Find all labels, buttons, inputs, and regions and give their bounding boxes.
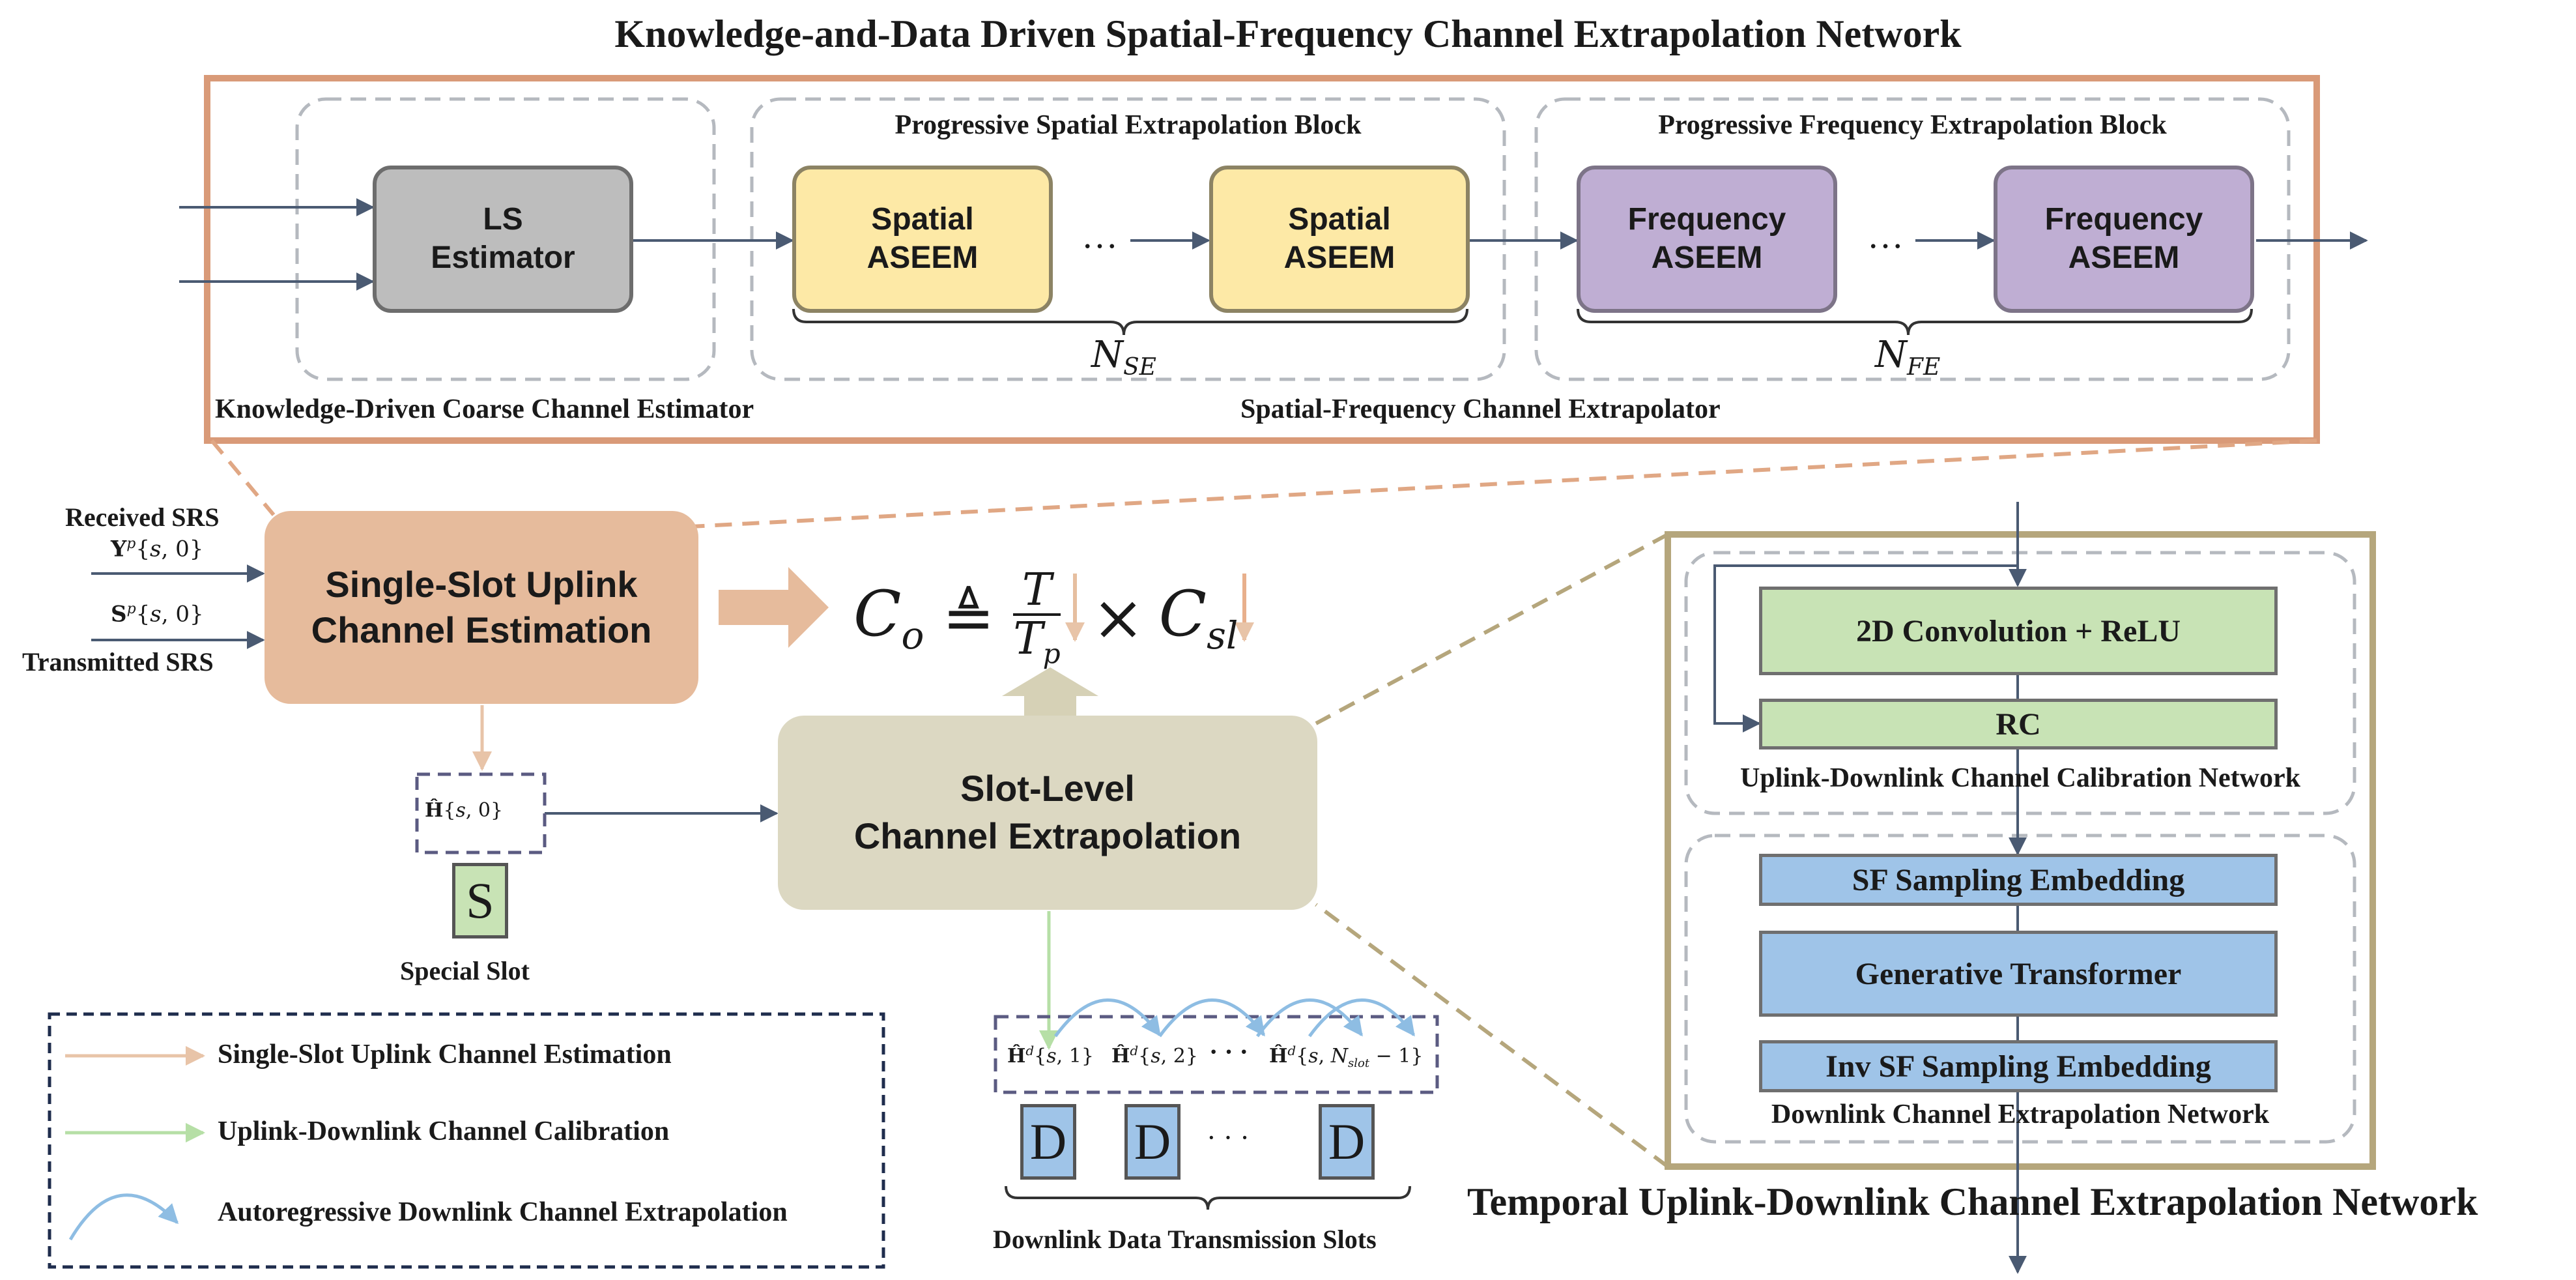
zoom-line-top-right [690,439,2317,529]
diagram-title: Knowledge-and-Data Driven Spatial-Freque… [614,12,1962,55]
downlink-slot-2-letter: D [1134,1113,1171,1170]
transmitted-srs-label: Transmitted SRS [22,647,214,676]
frequency-aseem-first-label: Frequency ASEEM [1627,202,1786,275]
legend-blue-arc [68,1193,179,1241]
h-hat-dashed-box [415,772,547,854]
top-network-frame [204,75,2320,444]
h-hat-label: Ĥ{s, 0} [425,799,504,822]
generative-transformer-box: Generative Transformer [1759,931,2278,1017]
downlink-channel-ellipsis: · · · [1209,1037,1249,1066]
downlink-slot-last: D [1319,1104,1375,1180]
generative-transformer-label: Generative Transformer [1855,956,2182,991]
right-network-frame [1665,531,2376,1170]
sf-embedding-box: SF Sampling Embedding [1759,854,2278,906]
downlink-channel-1: Ĥd{s, 1} [1007,1043,1094,1068]
extrapolation-network-label: Downlink Channel Extrapolation Network [1771,1099,2270,1129]
uplink-estimation-box: Single-Slot Uplink Channel Estimation [265,511,698,704]
downlink-slot-1: D [1020,1104,1076,1180]
downlink-slot-2: D [1124,1104,1181,1180]
transmitted-symbol: Sp{s, 0} [111,601,204,628]
rc-label: RC [1996,706,2041,742]
spatial-aseem-last: Spatial ASEEM [1209,166,1470,313]
residual-skip-arrow [1713,564,2018,733]
spatial-aseem-first-label: Spatial ASEEM [866,202,979,275]
downlink-slots-brace [1005,1185,1411,1210]
spatial-count-label: NSE [1091,334,1156,381]
spatial-aseem-first: Spatial ASEEM [792,166,1053,313]
downlink-channel-dashed-box [994,1015,1439,1094]
slot-level-box: Slot-Level Channel Extrapolation [778,716,1317,910]
zoom-line-top-left [210,439,276,516]
extrapolator-label: Spatial-Frequency Channel Extrapolator [1240,394,1721,424]
zoom-line-right-top [1315,532,1669,725]
downlink-slot-ellipsis: · · · [1207,1122,1250,1154]
ls-estimator-box: LS Estimator [373,166,633,313]
ls-estimator-label: LS Estimator [431,202,575,275]
autoregressive-arc-4 [1308,998,1416,1038]
legend-item-calibration: Uplink-Downlink Channel Calibration [218,1116,670,1146]
inv-sf-embedding-box: Inv SF Sampling Embedding [1759,1040,2278,1092]
coarse-estimator-label: Knowledge-Driven Coarse Channel Estimato… [215,394,754,424]
received-srs-label: Received SRS [65,502,220,532]
thick-result-arrow [719,567,829,648]
spatial-ellipsis: … [1081,216,1118,256]
calibration-network-label: Uplink-Downlink Channel Calibration Netw… [1740,763,2300,793]
downlink-slot-last-letter: D [1328,1113,1366,1170]
frequency-aseem-last-label: Frequency ASEEM [2044,202,2203,275]
frequency-aseem-first: Frequency ASEEM [1577,166,1837,313]
complexity-formula: Co ≜ T Tp × Csl [853,564,1238,670]
downlink-slots-label: Downlink Data Transmission Slots [993,1225,1377,1254]
spatial-brace [792,308,1468,336]
downlink-channel-2: Ĥd{s, 2} [1111,1043,1198,1068]
received-symbol: Yp{s, 0} [111,536,204,562]
spatial-block-title: Progressive Spatial Extrapolation Block [894,110,1362,140]
coarse-estimator-region [295,97,716,381]
conv-relu-label: 2D Convolution + ReLU [1855,613,2181,648]
conv-relu-box: 2D Convolution + ReLU [1759,587,2278,675]
special-slot-label: Special Slot [400,956,530,985]
special-slot-box: S [452,863,508,938]
legend-item-autoregressive: Autoregressive Downlink Channel Extrapol… [218,1197,788,1227]
rc-box: RC [1759,699,2278,749]
up-result-arrow [1002,667,1098,717]
autoregressive-arc-2 [1158,998,1266,1038]
downlink-channel-last: Ĥd{s, Nslot − 1} [1269,1043,1424,1070]
downlink-slot-1-letter: D [1029,1113,1067,1170]
right-network-title: Temporal Uplink-Downlink Channel Extrapo… [1467,1180,2478,1223]
zoom-line-right-bottom [1315,903,1669,1169]
sf-embedding-label: SF Sampling Embedding [1852,862,2185,897]
uplink-estimation-label: Single-Slot Uplink Channel Estimation [311,564,652,650]
calibration-region [1684,551,2356,815]
slot-level-label: Slot-Level Channel Extrapolation [853,768,1242,856]
extrapolation-region [1684,834,2356,1144]
frequency-brace [1577,308,2253,336]
frequency-count-label: NFE [1875,334,1941,381]
autoregressive-arc-3 [1255,998,1364,1038]
frequency-aseem-last: Frequency ASEEM [1994,166,2254,313]
frequency-ellipsis: … [1867,216,1904,256]
frequency-block-title: Progressive Frequency Extrapolation Bloc… [1658,110,2167,140]
spatial-aseem-last-label: Spatial ASEEM [1283,202,1395,275]
legend-item-uplink: Single-Slot Uplink Channel Estimation [218,1040,672,1069]
legend-frame [48,1012,885,1269]
special-slot-letter: S [466,872,494,929]
autoregressive-arc-1 [1053,998,1162,1038]
inv-sf-embedding-label: Inv SF Sampling Embedding [1825,1049,2211,1084]
